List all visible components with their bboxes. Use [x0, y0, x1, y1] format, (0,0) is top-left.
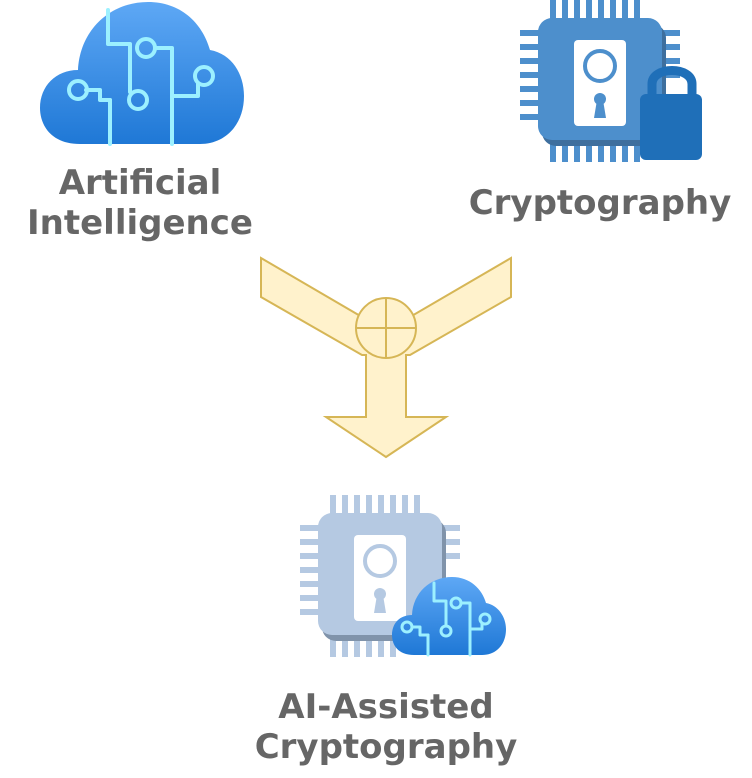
result-label: AI-Assisted Cryptography: [246, 687, 526, 767]
cloud-ai-icon: [40, 2, 244, 146]
crypto-label-line1: Cryptography: [468, 183, 732, 223]
merge-arrow-icon: [260, 256, 512, 459]
result-label-line2: Cryptography: [254, 727, 518, 767]
chip-lock-icon: [520, 0, 702, 162]
result-label-line1: AI-Assisted: [278, 687, 494, 727]
ai-label: Artificial Intelligence: [0, 163, 280, 243]
chip-cloud-icon: [300, 495, 506, 657]
ai-label-line2: Intelligence: [27, 203, 253, 243]
crypto-label: Cryptography: [460, 183, 740, 223]
ai-label-line1: Artificial: [58, 163, 222, 203]
